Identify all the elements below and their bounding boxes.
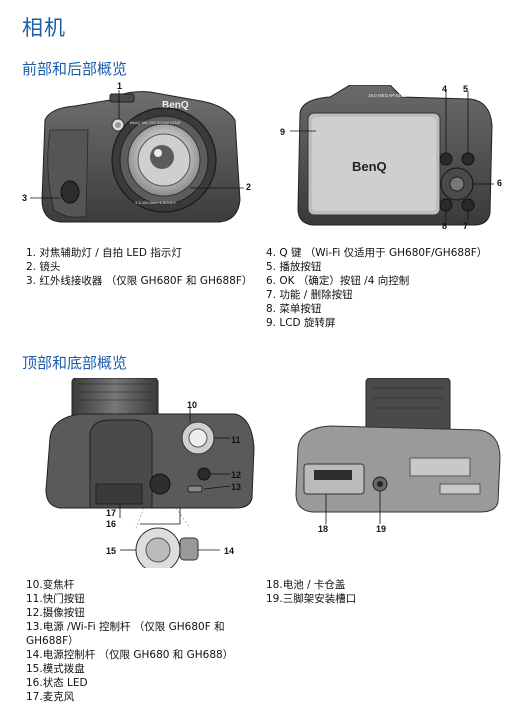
list-item: 17.麦克风 — [26, 691, 75, 703]
section-heading-front-back: 前部和后部概览 — [22, 60, 128, 78]
callout-5: 5 — [463, 84, 469, 94]
callout-2: 2 — [246, 182, 252, 192]
list-item: 14.电源控制杆 （仅限 GH680 和 GH688） — [26, 649, 234, 661]
page-title: 相机 — [22, 16, 66, 40]
bottom-parts-list: 18.电池 / 卡仓盖 19.三脚架安装槽口 — [266, 578, 356, 606]
list-item: 11.快门按钮 — [26, 593, 85, 605]
section-heading-top-bottom: 顶部和底部概览 — [22, 354, 128, 372]
callout-15: 15 — [106, 546, 117, 556]
callout-13: 13 — [231, 482, 242, 492]
callout-11: 11 — [231, 435, 241, 445]
list-item: 3. 红外线接收器 （仅限 GH680F 和 GH688F） — [26, 275, 253, 287]
callout-10: 10 — [187, 400, 198, 410]
back-parts-list: 4. Q 键 （Wi-Fi 仅适用于 GH680F/GH688F） 5. 播放按… — [266, 246, 487, 330]
brand-logo-back: BenQ — [352, 159, 387, 174]
camera-front-illustration: BenQ BenQ 35x OIS ZOOM LENS 4.3-150.5mm … — [30, 90, 244, 223]
list-item: 5. 播放按钮 — [266, 261, 322, 273]
callout-8: 8 — [442, 221, 448, 231]
callout-19: 19 — [376, 524, 387, 534]
camera-bottom-illustration — [295, 378, 501, 524]
callout-14: 14 — [224, 546, 235, 556]
list-item: 9. LCD 旋转屏 — [266, 317, 336, 329]
front-parts-list: 1. 对焦辅助灯 / 自拍 LED 指示灯 2. 镜头 3. 红外线接收器 （仅… — [26, 246, 252, 288]
top-parts-list: 10.变焦杆 11.快门按钮 12.摄像按钮 13.电源 /Wi-Fi 控制杆 … — [26, 578, 233, 704]
list-item: 4. Q 键 （Wi-Fi 仅适用于 GH680F/GH688F） — [266, 247, 488, 259]
list-item: 7. 功能 / 删除按钮 — [266, 289, 353, 301]
callout-18: 18 — [318, 524, 329, 534]
list-item: 15.模式拨盘 — [26, 663, 85, 675]
list-item: 16.状态 LED — [26, 677, 88, 689]
callout-3: 3 — [22, 193, 28, 203]
flash-label: 18.0 MEGAPIXELS — [368, 93, 407, 98]
camera-top-illustration — [45, 378, 255, 568]
list-item: 8. 菜单按钮 — [266, 303, 322, 315]
callout-17: 17 — [106, 508, 117, 518]
list-item: 19.三脚架安装槽口 — [266, 593, 357, 605]
list-item: 1. 对焦辅助灯 / 自拍 LED 指示灯 — [26, 247, 182, 259]
list-item: 18.电池 / 卡仓盖 — [266, 579, 346, 591]
callout-1: 1 — [117, 81, 123, 91]
lens-spec-text: 4.3-150.5mm 1:3.0-6.9 — [135, 200, 176, 205]
list-item: GH688F） — [26, 635, 79, 647]
list-item: 6. OK （确定）按钮 /4 向控制 — [266, 275, 410, 287]
camera-back-illustration: 18.0 MEGAPIXELS BenQ — [290, 85, 494, 226]
callout-6: 6 — [497, 178, 503, 188]
list-item: 13.电源 /Wi-Fi 控制杆 （仅限 GH680F 和 — [26, 621, 225, 633]
lens-ring-text: BenQ 35x OIS ZOOM LENS — [130, 120, 181, 125]
callout-9: 9 — [280, 127, 286, 137]
brand-logo-front: BenQ — [162, 100, 189, 111]
list-item: 10.变焦杆 — [26, 579, 75, 591]
list-item: 2. 镜头 — [26, 261, 61, 273]
callout-7: 7 — [463, 221, 469, 231]
callout-4: 4 — [442, 84, 448, 94]
callout-12: 12 — [231, 470, 242, 480]
list-item: 12.摄像按钮 — [26, 607, 85, 619]
callout-16: 16 — [106, 519, 117, 529]
